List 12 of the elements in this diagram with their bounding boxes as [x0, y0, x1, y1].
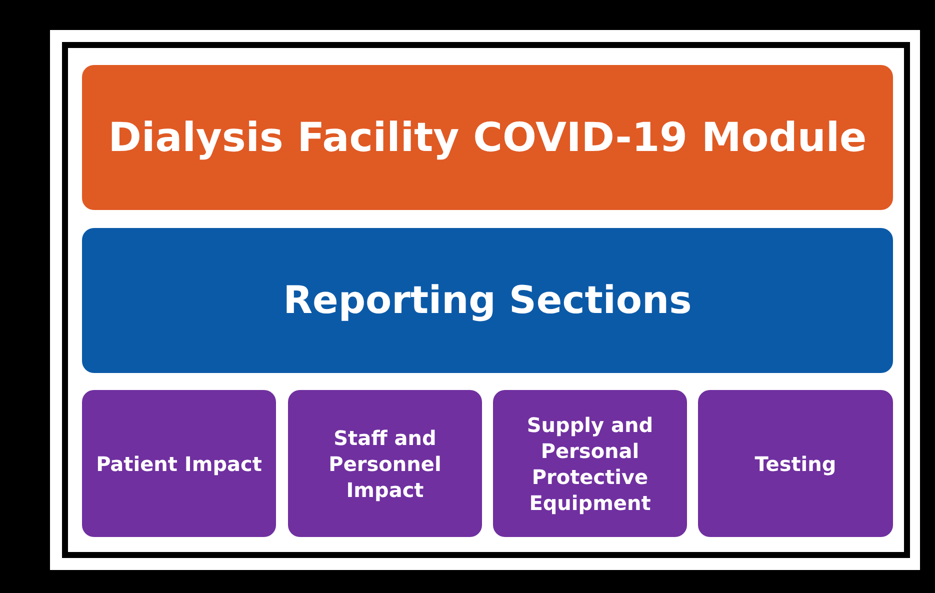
- section-label: Supply and Personal Protective Equipment: [526, 412, 654, 516]
- section-box: [698, 390, 893, 537]
- section-banner: [82, 228, 893, 373]
- section-box: [288, 390, 482, 537]
- section-box: [82, 390, 276, 537]
- section-box: [493, 390, 687, 537]
- title-banner: [82, 65, 893, 210]
- section-label: Patient Impact: [96, 450, 262, 476]
- section-label: Testing: [754, 450, 836, 476]
- section-label: Staff and Personnel Impact: [328, 424, 442, 502]
- heading-text: Dialysis Facility COVID-19 Module: [108, 114, 867, 162]
- heading-text: Reporting Sections: [283, 276, 692, 324]
